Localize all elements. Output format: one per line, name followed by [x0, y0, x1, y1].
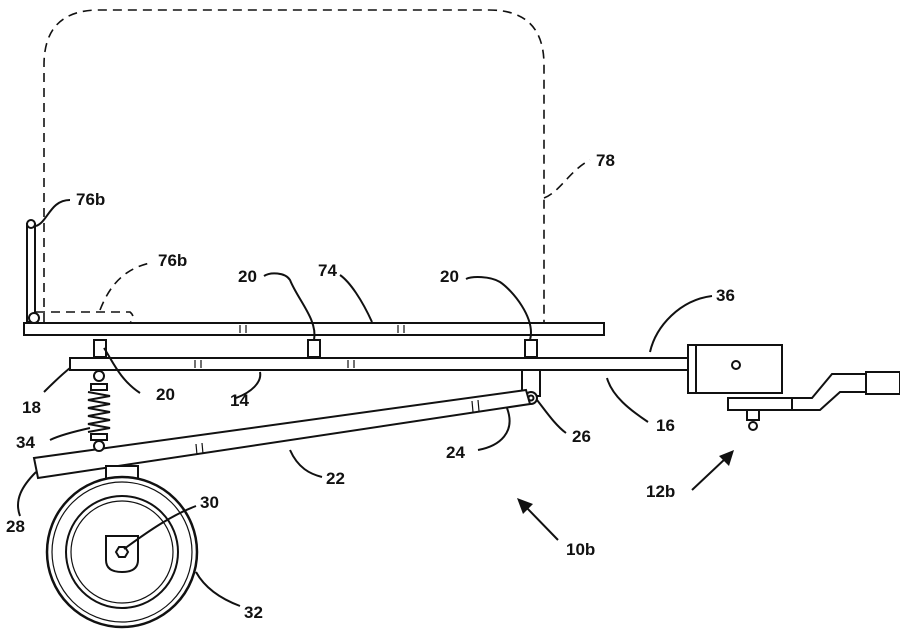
- label-14: 14: [230, 391, 249, 410]
- label-22: 22: [326, 469, 345, 488]
- swing-arm-22: [32, 388, 532, 480]
- label-18: 18: [22, 398, 41, 417]
- leader-lines: [17, 159, 713, 607]
- hitch-coupler: [687, 344, 793, 431]
- label-28: 28: [6, 517, 25, 536]
- spacer-20-mid: [307, 339, 321, 358]
- tow-hitch-arm: [788, 371, 900, 411]
- arrow-10b: [517, 498, 559, 541]
- label-34: 34: [16, 433, 35, 452]
- label-20-low: 20: [156, 385, 175, 404]
- label-26: 26: [572, 427, 591, 446]
- label-32: 32: [244, 603, 263, 622]
- label-36: 36: [716, 286, 735, 305]
- label-12b: 12b: [646, 482, 675, 501]
- frame-bar-14: [69, 357, 691, 371]
- label-74: 74: [318, 261, 337, 280]
- label-16: 16: [656, 416, 675, 435]
- label-24: 24: [446, 443, 465, 462]
- wheel-32: [45, 475, 199, 629]
- upright-handle-76b: [26, 219, 36, 323]
- load-outline-78: [43, 9, 545, 322]
- label-76b-top: 76b: [76, 190, 105, 209]
- label-76b-mid: 76b: [158, 251, 187, 270]
- spacer-20-right: [524, 339, 538, 358]
- label-30: 30: [200, 493, 219, 512]
- label-10b: 10b: [566, 540, 595, 559]
- arrow-12b: [691, 450, 734, 491]
- folded-handle-76b: [36, 311, 134, 324]
- label-78: 78: [596, 151, 615, 170]
- label-20-right: 20: [440, 267, 459, 286]
- label-20-left: 20: [238, 267, 257, 286]
- spring-34: [87, 370, 111, 452]
